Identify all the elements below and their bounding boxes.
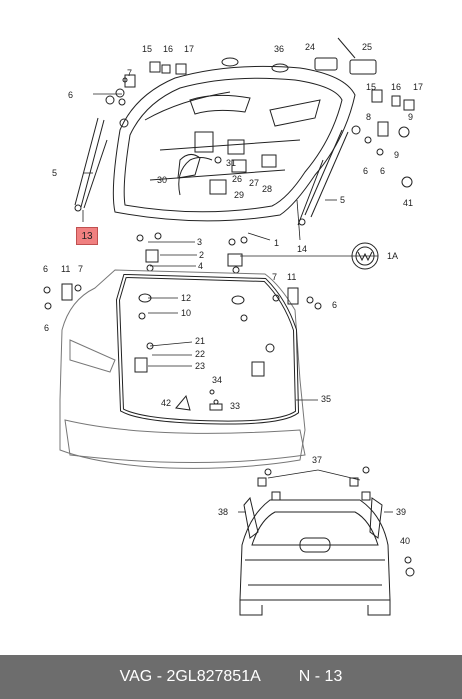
tailgate-stops bbox=[136, 232, 248, 274]
callout-9a: 9 bbox=[408, 112, 414, 122]
exploded-parts-diagram bbox=[43, 37, 415, 616]
callout-39: 39 bbox=[396, 507, 407, 517]
rear-body-opening bbox=[59, 269, 306, 469]
callout-6e: 6 bbox=[44, 323, 50, 333]
callout-21: 21 bbox=[195, 336, 206, 346]
callout-23: 23 bbox=[195, 361, 206, 371]
callout-16a: 16 bbox=[163, 44, 174, 54]
callout-10: 10 bbox=[181, 308, 192, 318]
callout-26: 26 bbox=[232, 174, 243, 184]
callout-16b: 16 bbox=[391, 82, 402, 92]
callout-3: 3 bbox=[197, 237, 203, 247]
callout-15b: 15 bbox=[366, 82, 377, 92]
rear-car-view bbox=[239, 466, 415, 616]
callout-28: 28 bbox=[262, 184, 273, 194]
callout-17a: 17 bbox=[184, 44, 195, 54]
callout-36: 36 bbox=[274, 44, 285, 54]
callout-1A: 1A bbox=[387, 251, 399, 261]
tailgate-drawing bbox=[112, 65, 356, 222]
callout-27: 27 bbox=[249, 178, 260, 188]
callout-34: 34 bbox=[212, 375, 223, 385]
callout-29: 29 bbox=[234, 190, 245, 200]
callout-13: 13 bbox=[81, 230, 93, 242]
callout-24: 24 bbox=[305, 42, 316, 52]
callout-2: 2 bbox=[199, 250, 205, 260]
callout-40: 40 bbox=[400, 536, 411, 546]
callout-6f: 6 bbox=[332, 300, 338, 310]
leader-lines bbox=[82, 93, 393, 513]
callout-22: 22 bbox=[195, 349, 206, 359]
callout-15: 15 bbox=[142, 44, 153, 54]
callout-12: 12 bbox=[181, 293, 192, 303]
callout-31: 31 bbox=[226, 158, 237, 168]
callout-33: 33 bbox=[230, 401, 241, 411]
callout-7: 7 bbox=[127, 68, 133, 78]
callout-5a: 5 bbox=[52, 168, 58, 178]
side-hinge-parts bbox=[43, 283, 322, 310]
callout-7b: 7 bbox=[78, 264, 84, 274]
gas-strut-right bbox=[297, 129, 349, 226]
tailgate-hardware bbox=[105, 37, 415, 196]
callout-25: 25 bbox=[362, 42, 373, 52]
footer-bar: VAG - 2GL827851A N - 13 bbox=[0, 655, 462, 699]
callout-35: 35 bbox=[321, 394, 332, 404]
part-number-label: VAG - 2GL827851A bbox=[119, 668, 261, 685]
callout-11b: 11 bbox=[287, 272, 297, 282]
callout-38: 38 bbox=[218, 507, 229, 517]
callout-6a: 6 bbox=[68, 90, 74, 100]
highlighted-part-13-box[interactable]: 13 bbox=[76, 227, 98, 245]
callout-6b: 6 bbox=[363, 166, 369, 176]
callout-5b: 5 bbox=[340, 195, 346, 205]
callout-42: 42 bbox=[161, 398, 172, 408]
callout-6d: 6 bbox=[43, 264, 49, 274]
gas-strut-left bbox=[74, 117, 108, 212]
callout-14: 14 bbox=[297, 244, 308, 254]
callout-9b: 9 bbox=[394, 150, 400, 160]
callout-37: 37 bbox=[312, 455, 323, 465]
callout-17b: 17 bbox=[413, 82, 424, 92]
callout-labels: 15 16 17 36 24 25 7 6 15 16 17 8 9 9 6 6… bbox=[43, 42, 424, 546]
callout-30: 30 bbox=[157, 175, 168, 185]
callout-4: 4 bbox=[198, 261, 204, 271]
callout-8: 8 bbox=[366, 112, 372, 122]
callout-7c: 7 bbox=[272, 272, 278, 282]
callout-1: 1 bbox=[274, 238, 280, 248]
diagram-reference-label: N - 13 bbox=[298, 668, 343, 685]
callout-6c: 6 bbox=[380, 166, 386, 176]
callout-11a: 11 bbox=[61, 264, 71, 274]
callout-41: 41 bbox=[403, 198, 414, 208]
